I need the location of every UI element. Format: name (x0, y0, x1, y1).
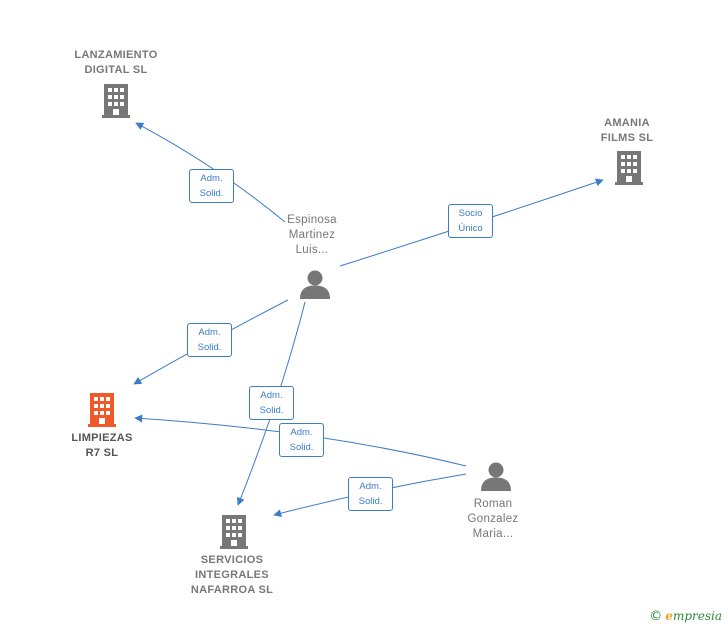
edge-label-espinosa-servicios: Adm. Solid. (249, 386, 294, 420)
company-label-limpiezas[interactable]: LIMPIEZAS R7 SL (71, 432, 133, 459)
building-icon-highlight[interactable] (88, 393, 116, 427)
edge-label-roman-limpiezas: Adm. Solid. (279, 423, 324, 457)
person-label-roman[interactable]: Roman Gonzalez Maria... (467, 498, 519, 540)
company-label-amania[interactable]: AMANIA FILMS SL (600, 117, 654, 144)
empresia-watermark: ©empresia (649, 609, 722, 624)
person-icon[interactable] (481, 462, 511, 492)
edge-label-espinosa-amania: Socio Único (448, 204, 493, 238)
brand-initial: e (665, 609, 673, 623)
brand-name: mpresia (672, 609, 722, 623)
person-label-espinosa[interactable]: Espinosa Martinez Luis... (287, 214, 337, 256)
building-icon[interactable] (102, 84, 130, 118)
edge-label-roman-servicios: Adm. Solid. (348, 477, 393, 511)
edge-label-espinosa-limpiezas: Adm. Solid. (187, 323, 232, 357)
company-label-lanzamiento[interactable]: LANZAMIENTO DIGITAL SL (74, 49, 158, 76)
company-label-servicios[interactable]: SERVICIOS INTEGRALES NAFARROA SL (190, 554, 274, 596)
edge-label-espinosa-lanzamiento: Adm. Solid. (189, 169, 234, 203)
building-icon[interactable] (615, 151, 643, 185)
person-icon[interactable] (300, 270, 330, 300)
copyright-symbol: © (649, 609, 663, 624)
building-icon[interactable] (220, 515, 248, 549)
